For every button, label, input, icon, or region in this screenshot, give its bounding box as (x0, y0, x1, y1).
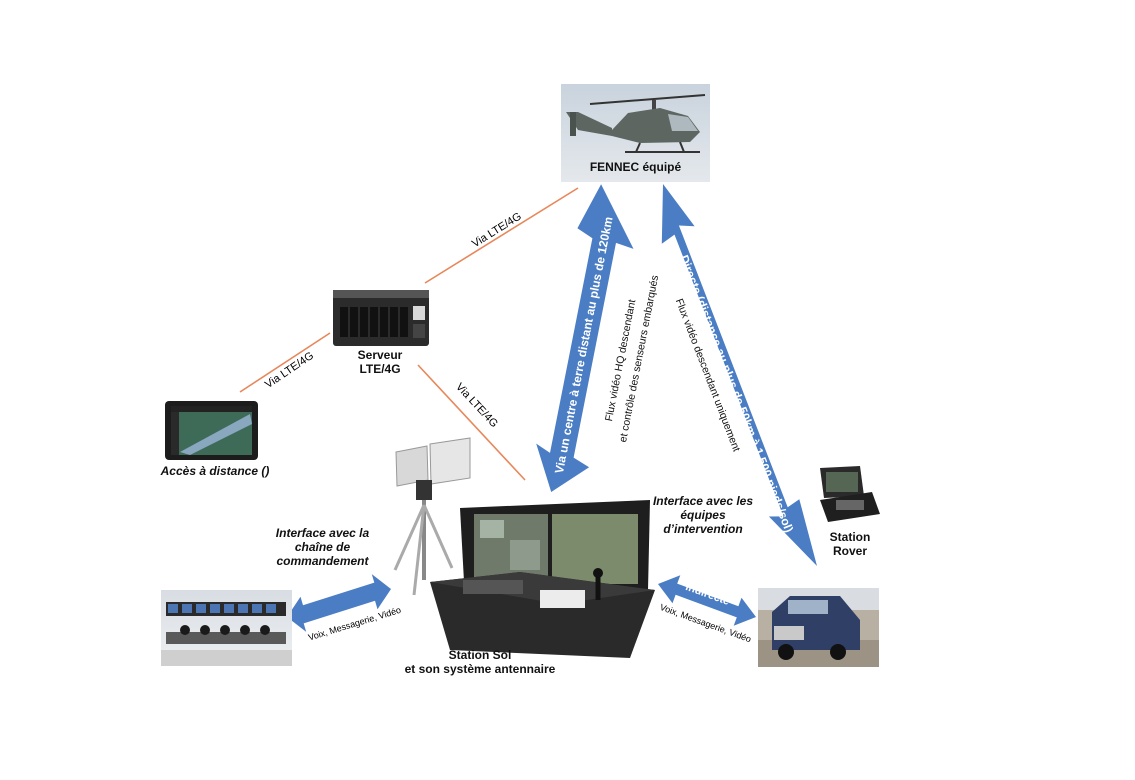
ground-station-label: Station Sol et son système antennaire (360, 648, 600, 677)
antenna-tripod-image (393, 437, 471, 596)
ground-station-label-line1: Station Sol (448, 648, 512, 662)
teams-interface-line3: d’intervention (663, 521, 743, 536)
ground-station-image (430, 500, 655, 658)
teams-interface-line2: équipes (680, 507, 726, 522)
tablet-image (165, 401, 258, 460)
server-label-line2: LTE/4G (359, 361, 401, 376)
link-line-server-ground (417, 364, 526, 481)
rover-station-label-line2: Rover (832, 543, 867, 558)
double-arrow-ground-heli (536, 184, 634, 492)
link-line-server-remote (239, 332, 331, 393)
server-image (333, 290, 429, 346)
helicopter-label: FENNEC équipé (589, 160, 682, 174)
teams-interface-label: Interface avec les équipes d’interventio… (638, 494, 768, 536)
control-room-image (161, 590, 292, 666)
server-label: Serveur LTE/4G (335, 348, 425, 377)
ground-station-label-line2: et son système antennaire (404, 661, 556, 676)
link-line-heli-server (424, 187, 579, 284)
command-interface-label: Interface avec la chaîne de commandement (255, 526, 390, 568)
command-interface-line1: Interface avec la (275, 526, 370, 540)
double-arrow-heli-rover (661, 184, 817, 566)
rover-station-image (820, 466, 880, 522)
vehicle-image (758, 588, 879, 667)
double-arrow-indirect (658, 575, 756, 626)
double-arrow-command (287, 574, 391, 632)
server-label-line1: Serveur (357, 348, 403, 362)
command-interface-line3: commandement (276, 553, 369, 568)
rover-station-label-line1: Station (829, 530, 871, 544)
command-interface-line2: chaîne de (294, 539, 351, 554)
rover-station-label: Station Rover (815, 530, 885, 559)
teams-interface-line1: Interface avec les (652, 494, 754, 508)
remote-access-label: Accès à distance () (160, 464, 270, 478)
helicopter-image (561, 84, 710, 182)
